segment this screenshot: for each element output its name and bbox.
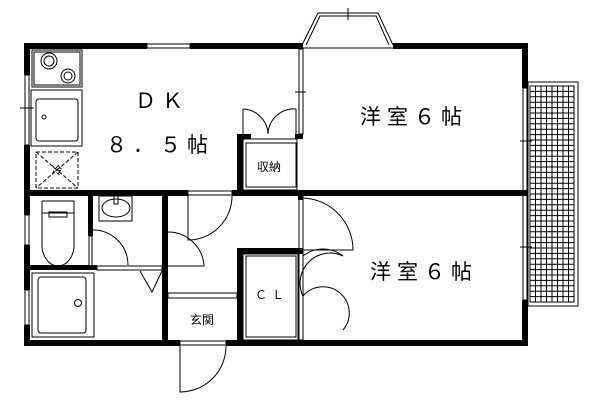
dk-size-label: ８．５帖: [106, 133, 214, 157]
western-room-1-label: 洋室６帖: [360, 105, 468, 129]
cl-closet: [242, 253, 299, 341]
western-room-2-label: 洋室６帖: [370, 260, 478, 284]
balcony: [527, 81, 579, 307]
kitchen-stove: [31, 49, 83, 88]
fridge-label: 冷: [52, 164, 63, 177]
dk-label: ＤＫ: [135, 89, 189, 113]
bay-window: [301, 8, 394, 49]
toilet: [41, 200, 75, 267]
storage-label: 収納: [257, 160, 281, 174]
kitchen-sink: [30, 89, 83, 147]
windows: [20, 43, 532, 346]
wash-basin: [98, 195, 133, 222]
bathtub: [31, 272, 95, 338]
doors: [92, 108, 354, 393]
walls: [24, 43, 528, 346]
refrigerator: 冷: [35, 151, 79, 189]
entrance-label: 玄関: [190, 312, 214, 327]
closet-label: ＣＬ: [255, 288, 289, 302]
storage-closet: [242, 138, 298, 191]
